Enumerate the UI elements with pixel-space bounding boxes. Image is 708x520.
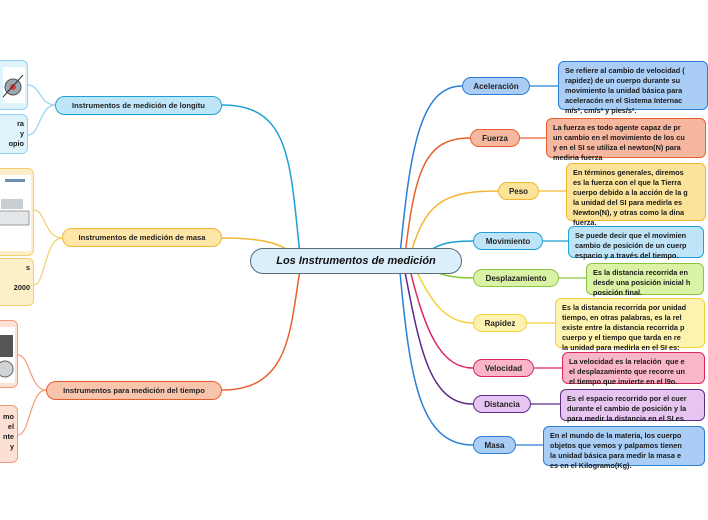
link-masa-img2	[33, 237, 63, 286]
link-root-masa-right	[399, 271, 474, 446]
branch-tiempo[interactable]: Instrumentos para medición del tiempo	[46, 381, 222, 400]
desc-distancia: Es el espacio recorrido por el cuer dura…	[560, 389, 705, 423]
link-root-velocidad	[409, 269, 474, 369]
desc-peso: En términos generales, diremos es la fue…	[566, 163, 706, 227]
tiempo-image	[0, 320, 18, 388]
desc-fuerza: La fuerza es todo agente capaz de pr un …	[546, 118, 706, 162]
link-root-aceleracion	[399, 85, 463, 256]
masa-caption: s 2000	[0, 258, 34, 306]
branch-aceleracion[interactable]: Aceleración	[462, 77, 530, 95]
branch-masa-right[interactable]: Masa	[473, 436, 516, 454]
link-root-tiempo	[221, 269, 301, 391]
desc-aceleracion: Se refiere al cambio de velocidad ( rapi…	[558, 61, 708, 115]
link-longitud-img1	[27, 84, 56, 106]
link-root-distancia	[404, 271, 474, 405]
branch-longitud[interactable]: Instrumentos de medición de longitu	[55, 96, 222, 115]
central-topic[interactable]: Los Instrumentos de medición	[250, 248, 462, 274]
link-root-longitud	[221, 104, 301, 256]
link-longitud-img2	[27, 104, 56, 136]
branch-distancia[interactable]: Distancia	[473, 395, 531, 413]
masa-image	[0, 168, 34, 256]
tiempo-caption: mo el nte y	[0, 405, 18, 463]
branch-peso[interactable]: Peso	[498, 182, 539, 200]
link-tiempo-img2	[17, 389, 47, 436]
link-tiempo-img1	[17, 354, 47, 391]
branch-desplazamiento[interactable]: Desplazamiento	[473, 269, 559, 287]
measuring-tape-icon	[2, 67, 25, 103]
longitud-caption: ra y opio	[0, 114, 28, 154]
branch-masa[interactable]: Instrumentos de medición de masa	[62, 228, 222, 247]
branch-fuerza[interactable]: Fuerza	[470, 129, 520, 147]
branch-movimiento[interactable]: Movimiento	[473, 232, 543, 250]
link-root-fuerza	[404, 137, 471, 256]
desc-velocidad: La velocidad es la relación que e el des…	[562, 352, 705, 386]
desc-rapidez: Es la distancia recorrida por unidad tie…	[555, 298, 705, 352]
link-masa-img1	[33, 209, 63, 239]
link-root-rapidez	[414, 267, 474, 324]
branch-rapidez[interactable]: Rapidez	[473, 314, 527, 332]
desc-movimiento: Se puede decir que el movimien cambio de…	[568, 226, 704, 260]
branch-velocidad[interactable]: Velocidad	[473, 359, 534, 377]
scale-icon	[0, 175, 31, 251]
clock-icon	[0, 327, 15, 383]
longitud-image	[0, 60, 28, 110]
desc-desplazamiento: Es la distancia recorrida en desde una p…	[586, 263, 704, 297]
desc-masa: En el mundo de la materia, los cuerpo ob…	[543, 426, 705, 470]
link-root-peso	[409, 190, 499, 257]
